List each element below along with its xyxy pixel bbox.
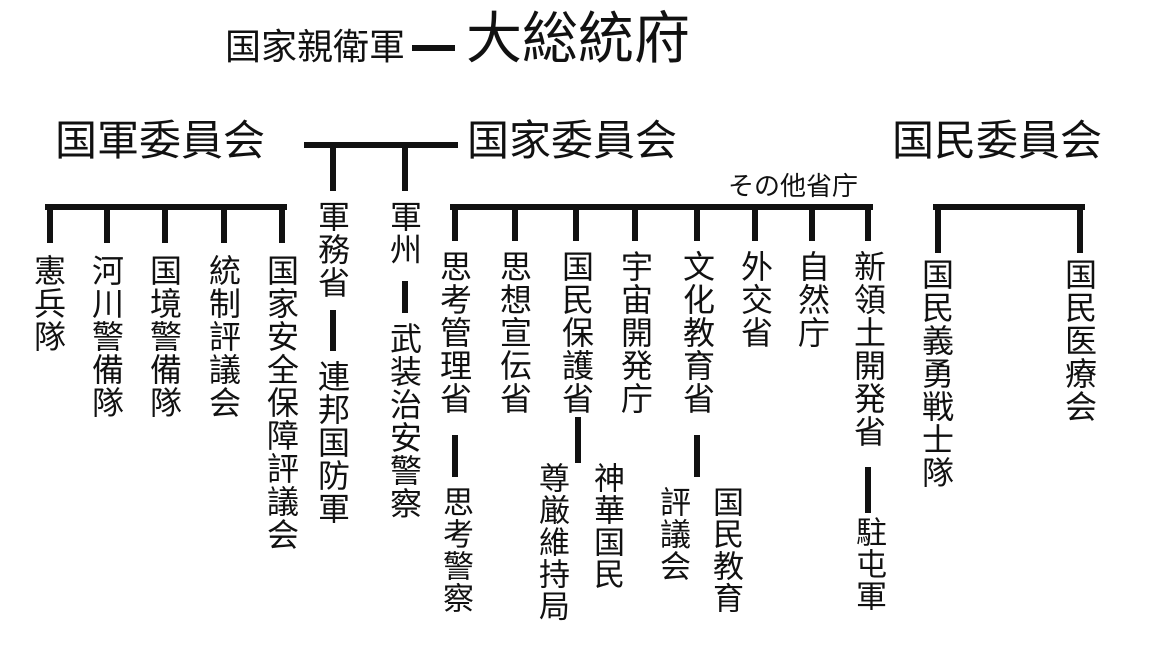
thought-police: 思考警察	[437, 486, 473, 614]
military-state-ministry: 軍州	[385, 200, 423, 266]
military-unit: 国家安全保障評議会	[262, 254, 300, 551]
national-guard-label: 国家親衛軍	[225, 27, 406, 68]
state-ministry: 外交省	[736, 250, 774, 349]
military-unit: 国境警備隊	[145, 254, 183, 419]
other-ministries-label: その他省庁	[728, 172, 859, 202]
national-education: 国民教育	[707, 486, 743, 614]
people-org: 国民義勇戦士隊	[917, 258, 955, 489]
people-org: 国民医療会	[1060, 258, 1098, 423]
presidential-office-title: 大総統府	[466, 7, 690, 72]
people-committee: 国民委員会	[892, 116, 1103, 165]
education-council: 評議会	[654, 486, 690, 582]
military-committee: 国軍委員会	[55, 116, 266, 165]
federal-defense-force: 連邦国防軍	[313, 360, 351, 525]
armed-security-police: 武装治安警察	[385, 322, 423, 520]
military-unit: 統制評議会	[204, 254, 242, 419]
state-ministry: 宇宙開発庁	[616, 250, 654, 415]
state-ministry: 思考管理省	[435, 250, 473, 415]
state-ministry: 文化教育省	[678, 250, 716, 415]
dignity-maintenance-bureau: 尊厳維持局	[533, 462, 569, 622]
state-ministry: 新領土開発省	[849, 250, 887, 448]
state-ministry: 思想宣伝省	[495, 250, 533, 415]
garrison-force: 駐屯軍	[850, 516, 886, 612]
military-affairs-ministry: 軍務省	[313, 200, 351, 299]
military-unit: 憲兵隊	[29, 254, 67, 353]
shenhua-citizens: 神華国民	[588, 462, 624, 590]
state-committee: 国家委員会	[467, 116, 678, 165]
military-unit: 河川警備隊	[87, 254, 125, 419]
state-ministry: 国民保護省	[557, 250, 595, 415]
state-ministry: 自然庁	[793, 250, 831, 349]
